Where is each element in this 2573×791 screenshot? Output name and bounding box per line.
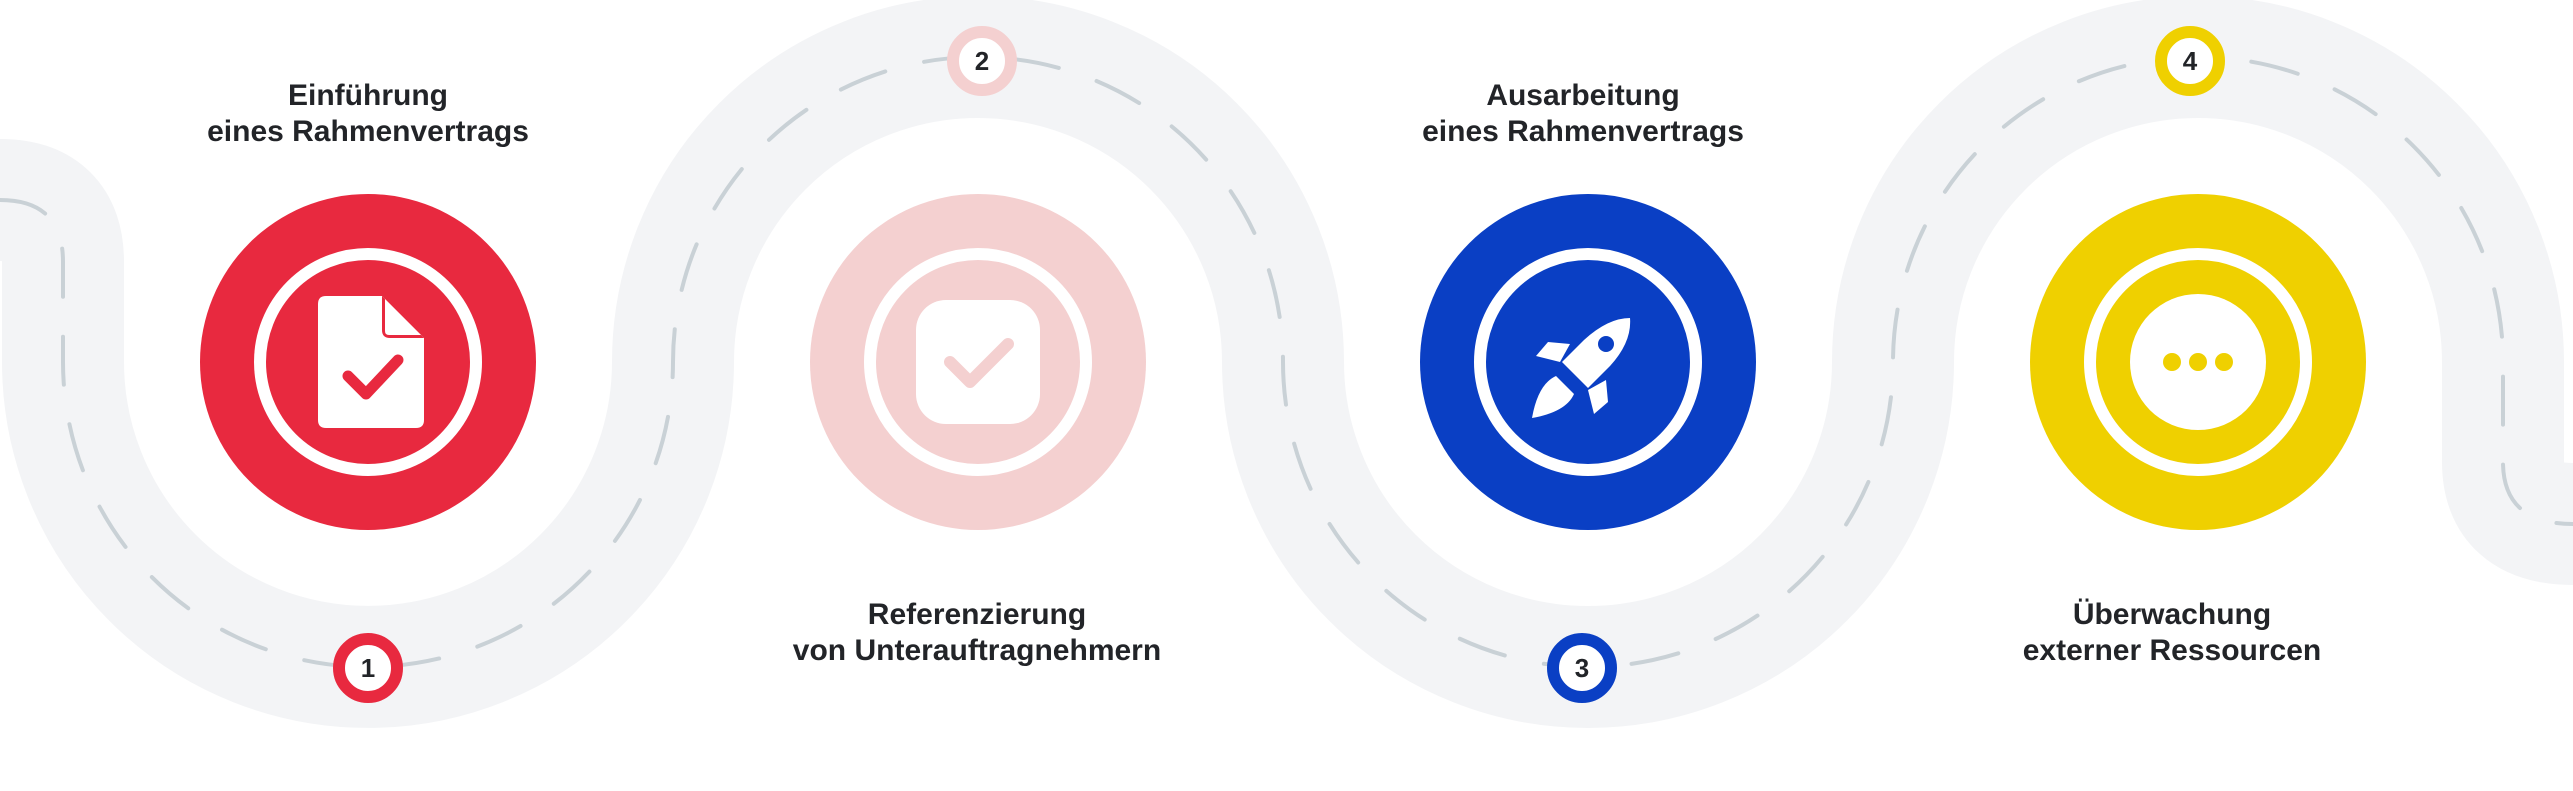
step-1-number: 1: [333, 633, 403, 703]
document-check-icon: [318, 296, 424, 428]
more-dots-icon: [2130, 294, 2266, 430]
step-3-badge: [1420, 194, 1756, 530]
rocket-icon: [1532, 318, 1631, 418]
step-3-title-line1: Ausarbeitung: [1486, 79, 1680, 112]
step-3-number: 3: [1547, 633, 1617, 703]
step-1-title: Einführung eines Rahmenvertrags: [88, 78, 648, 150]
step-2-badge: [810, 194, 1146, 530]
step-2-title-line2: von Unterauftragnehmern: [792, 634, 1162, 667]
step-3-title-line2: eines Rahmenvertrags: [1422, 115, 1744, 148]
step-2-number: 2: [947, 26, 1017, 96]
step-4-title: Überwachung externer Ressourcen: [1892, 597, 2452, 669]
checkbox-check-icon: [916, 300, 1040, 424]
step-4-title-line2: externer Ressourcen: [2022, 634, 2322, 667]
step-2-title: Referenzierung von Unterauftragnehmern: [697, 597, 1257, 669]
step-4-number: 4: [2155, 26, 2225, 96]
step-1-title-line1: Einführung: [288, 79, 448, 112]
step-3-title: Ausarbeitung eines Rahmenvertrags: [1303, 78, 1863, 150]
step-1-title-line2: eines Rahmenvertrags: [207, 115, 529, 148]
step-4-badge: [2030, 194, 2366, 530]
step-1-badge: [200, 194, 536, 530]
step-2-title-line1: Referenzierung: [867, 598, 1087, 631]
step-4-title-line1: Überwachung: [2072, 598, 2272, 631]
